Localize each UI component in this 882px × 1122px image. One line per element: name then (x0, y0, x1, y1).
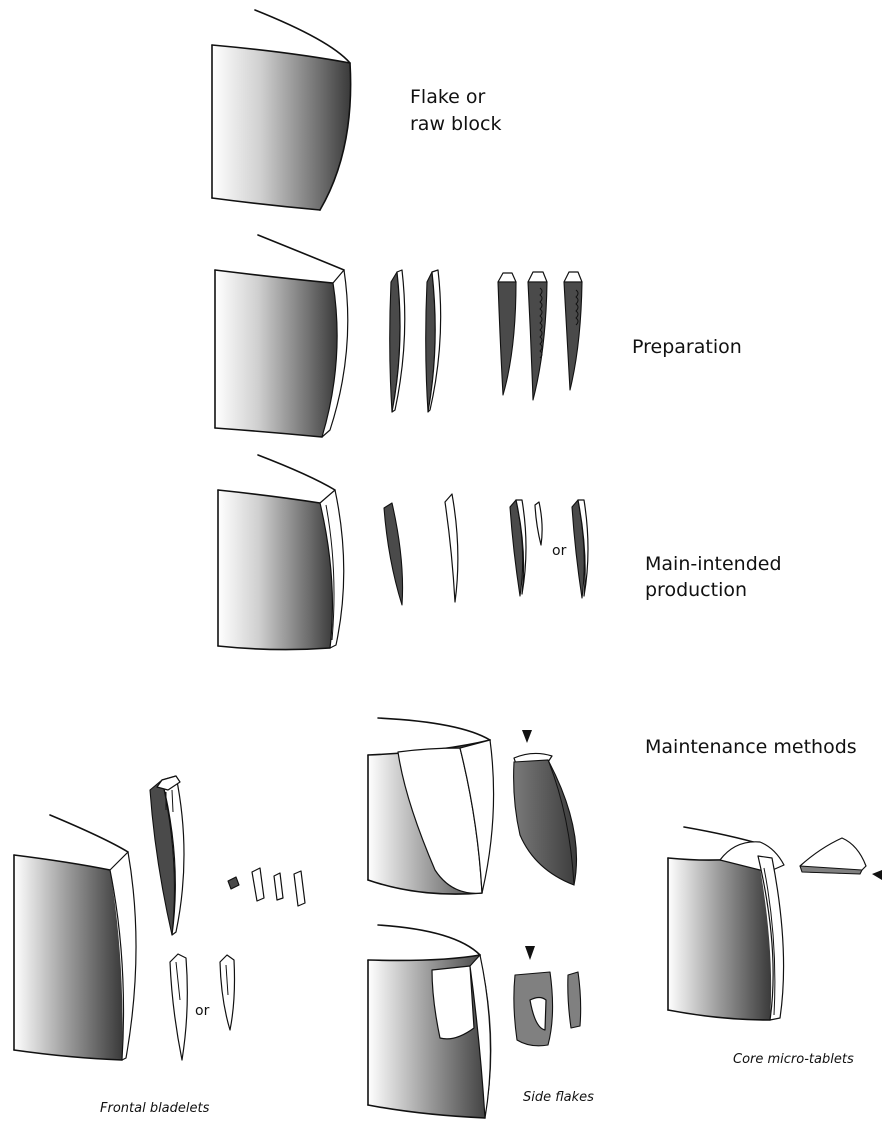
side-flake-lower (514, 946, 581, 1046)
label-flake-or-raw-block: Flake or raw block (410, 86, 501, 135)
stage-raw-block: Flake or raw block (212, 10, 501, 210)
stage-main-production: or Main-intended production (218, 455, 788, 650)
label-flake-line1: Flake or (410, 86, 486, 108)
label-flake-line2: raw block (410, 113, 501, 135)
frontal-small-pieces (228, 868, 305, 906)
bladelet-dark (384, 503, 403, 605)
method-frontal-bladelets: or Frontal bladelets (14, 776, 305, 1116)
label-maintenance-methods: Maintenance methods (645, 736, 857, 758)
bladelet-pair (510, 500, 542, 596)
frontal-small-bladelet-b (220, 955, 235, 1030)
side-flake-upper (514, 730, 577, 885)
crested-blade-2 (426, 270, 441, 412)
core-frontal (14, 815, 136, 1060)
core-side-flake-upper (368, 718, 494, 894)
label-main-line1: Main-intended (645, 553, 782, 575)
micro-tablet (800, 838, 882, 880)
frontal-large-bladelet (150, 776, 184, 935)
label-main-line2: production (645, 579, 747, 601)
label-or-frontal: or (195, 1003, 210, 1019)
bladelet-alt (572, 500, 588, 598)
label-or-production: or (552, 543, 567, 559)
method-core-micro-tablets: Core micro-tablets (668, 827, 882, 1067)
caption-side-flakes: Side flakes (523, 1090, 594, 1105)
core-prepared (215, 235, 348, 437)
crested-blade-3 (498, 273, 516, 395)
bladelet-light (445, 494, 458, 602)
crested-blade-5 (564, 272, 582, 390)
label-main-intended-production: Main-intended production (645, 553, 788, 601)
crested-blade-1 (390, 270, 405, 412)
core-production (218, 455, 344, 650)
core-raw-block (212, 10, 351, 210)
stage-preparation: Preparation (215, 235, 742, 437)
core-side-flake-lower (368, 925, 491, 1118)
crested-blade-4 (528, 272, 547, 400)
core-tablet (668, 827, 784, 1020)
label-preparation: Preparation (632, 336, 742, 358)
caption-core-micro-tablets: Core micro-tablets (733, 1052, 854, 1067)
method-side-flakes: Side flakes (368, 718, 594, 1118)
frontal-small-bladelet-a (170, 954, 187, 1060)
caption-frontal-bladelets: Frontal bladelets (100, 1101, 210, 1116)
